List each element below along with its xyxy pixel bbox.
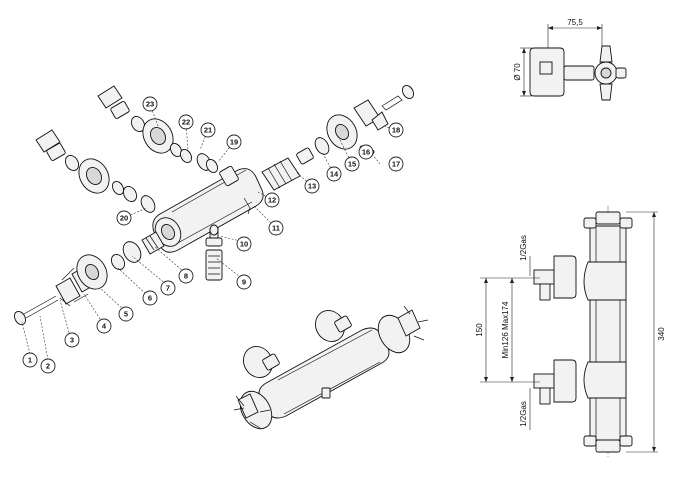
- svg-text:13: 13: [308, 182, 316, 191]
- callout-1: 1: [22, 352, 38, 368]
- callout-8: 8: [178, 268, 194, 284]
- svg-text:23: 23: [146, 100, 154, 109]
- callout-17: 17: [388, 156, 404, 172]
- svg-text:19: 19: [230, 138, 238, 147]
- svg-text:1: 1: [28, 356, 32, 365]
- svg-text:7: 7: [166, 284, 170, 293]
- callout-16: 16: [358, 144, 374, 160]
- valve-body: [152, 165, 264, 253]
- callout-10: 10: [236, 236, 252, 252]
- callout-13: 13: [304, 178, 320, 194]
- dim-range: Min126 Max174: [501, 301, 510, 358]
- left-cartridge-parts: [13, 231, 165, 326]
- right-cartridge-parts: [261, 84, 415, 191]
- callout-20: 20: [116, 210, 132, 226]
- svg-text:2: 2: [46, 362, 50, 371]
- callout-23: 23: [142, 96, 158, 112]
- spout-parts: [205, 224, 223, 281]
- assembled-view: [233, 305, 429, 430]
- svg-text:18: 18: [392, 126, 400, 135]
- callout-2: 2: [40, 358, 56, 374]
- dim-top-width: 75,5: [567, 18, 583, 27]
- callout-5: 5: [118, 306, 134, 322]
- dim-center-distance: 150: [475, 323, 484, 337]
- svg-text:12: 12: [268, 196, 276, 205]
- svg-text:8: 8: [184, 272, 188, 281]
- dim-top-diameter: Ø 70: [513, 63, 522, 81]
- svg-text:15: 15: [348, 160, 356, 169]
- callout-19: 19: [226, 134, 242, 150]
- callout-6: 6: [142, 290, 158, 306]
- callout-7: 7: [160, 280, 176, 296]
- svg-text:4: 4: [102, 322, 107, 331]
- callout-22: 22: [178, 114, 194, 130]
- svg-text:6: 6: [148, 294, 152, 303]
- svg-text:3: 3: [70, 336, 74, 345]
- side-view: 340 150 Min126 Max174 1/2Gas 1/2Gas: [475, 206, 666, 458]
- callout-14: 14: [326, 166, 342, 182]
- svg-text:11: 11: [272, 224, 280, 233]
- svg-text:16: 16: [362, 148, 370, 157]
- dim-inlet-bottom: 1/2Gas: [519, 401, 528, 427]
- svg-text:10: 10: [240, 240, 248, 249]
- callout-21: 21: [200, 122, 216, 138]
- svg-text:20: 20: [120, 214, 128, 223]
- callout-15: 15: [344, 156, 360, 172]
- callout-3: 3: [64, 332, 80, 348]
- svg-text:5: 5: [124, 310, 128, 319]
- svg-text:17: 17: [392, 160, 400, 169]
- svg-text:21: 21: [204, 126, 212, 135]
- svg-text:9: 9: [242, 278, 246, 287]
- top-view: 75,5 Ø 70: [513, 18, 627, 101]
- exploded-view: 1 2 3 4 5 6 7 8 9 10 11 12 13 14 15 16 1…: [13, 84, 415, 374]
- callout-9: 9: [236, 274, 252, 290]
- callout-11: 11: [268, 220, 284, 236]
- dim-height: 340: [657, 327, 666, 341]
- upper-left-parts: [35, 85, 219, 213]
- callout-18: 18: [388, 122, 404, 138]
- svg-text:22: 22: [182, 118, 190, 127]
- dim-inlet-top: 1/2Gas: [519, 235, 528, 261]
- callout-4: 4: [96, 318, 112, 334]
- callout-12: 12: [264, 192, 280, 208]
- svg-text:14: 14: [330, 170, 339, 179]
